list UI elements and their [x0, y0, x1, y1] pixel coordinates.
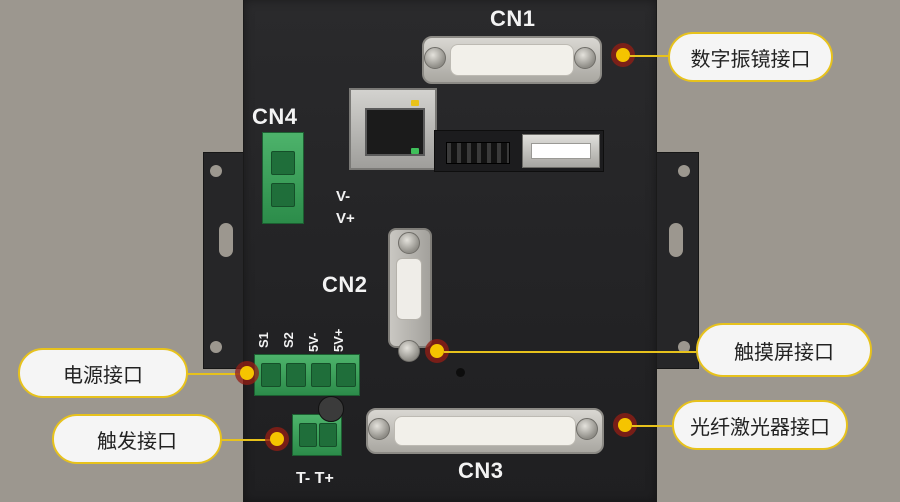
screw-icon — [368, 418, 390, 440]
cn3-db25-connector — [366, 408, 604, 454]
pin-header — [446, 142, 510, 164]
left-mounting-flange — [203, 152, 249, 369]
v-plus-label: V+ — [336, 210, 355, 227]
trigger-interface-callout: 触发接口 — [52, 414, 222, 464]
galvo-leader-line — [630, 55, 668, 57]
usb-socket — [531, 143, 591, 159]
v-minus-label: V- — [336, 188, 351, 205]
terminal-slot — [271, 183, 295, 207]
s1-label: S1 — [256, 332, 271, 348]
connector-face — [396, 258, 422, 320]
screw-icon — [424, 47, 446, 69]
mounting-hole — [210, 165, 222, 177]
power-terminal-block — [254, 354, 360, 396]
trigger-marker-icon — [270, 432, 284, 446]
terminal-slot — [299, 423, 317, 447]
touchscreen-marker-icon — [430, 344, 444, 358]
laser-marker-icon — [618, 418, 632, 432]
terminal-slot — [336, 363, 356, 387]
screw-hole — [456, 368, 465, 377]
terminal-slot — [311, 363, 331, 387]
terminal-slot — [286, 363, 306, 387]
terminal-slot — [271, 151, 295, 175]
indicator-lens-icon — [318, 396, 344, 422]
right-mounting-flange — [653, 152, 699, 369]
screw-icon — [576, 418, 598, 440]
mounting-slot — [669, 223, 683, 257]
mounting-hole — [210, 341, 222, 353]
usb-port — [522, 134, 600, 168]
laser-leader-line — [632, 425, 672, 427]
s2-label: S2 — [281, 332, 296, 348]
power-interface-callout: 电源接口 — [18, 348, 188, 398]
connector-face — [394, 416, 576, 446]
five-v-plus-label: 5V+ — [331, 328, 346, 353]
galvo-marker-icon — [616, 48, 630, 62]
laser-interface-callout: 光纤激光器接口 — [672, 400, 848, 450]
screw-icon — [398, 232, 420, 254]
link-led-icon — [411, 148, 419, 154]
power-marker-icon — [240, 366, 254, 380]
touchscreen-leader-line — [444, 351, 696, 353]
trigger-pins-label: T- T+ — [296, 470, 334, 487]
cn4-label: CN4 — [252, 104, 298, 129]
cn1-label: CN1 — [490, 6, 536, 31]
cn2-label: CN2 — [322, 272, 368, 297]
cn3-label: CN3 — [458, 458, 504, 483]
mounting-hole — [678, 165, 690, 177]
connector-face — [450, 44, 574, 76]
screw-icon — [398, 340, 420, 362]
mounting-hole — [678, 341, 690, 353]
status-led-icon — [411, 100, 419, 106]
terminal-slot — [261, 363, 281, 387]
ethernet-port — [349, 88, 437, 170]
power-leader-line — [188, 373, 242, 375]
cn4-terminal-block — [262, 132, 304, 224]
cn1-db15-connector — [422, 36, 602, 84]
galvo-interface-callout: 数字振镜接口 — [668, 32, 833, 82]
five-v-minus-label: 5V- — [306, 332, 321, 352]
trigger-leader-line — [222, 439, 272, 441]
mounting-slot — [219, 223, 233, 257]
terminal-slot — [319, 423, 337, 447]
touchscreen-interface-callout: 触摸屏接口 — [696, 323, 872, 377]
screw-icon — [574, 47, 596, 69]
